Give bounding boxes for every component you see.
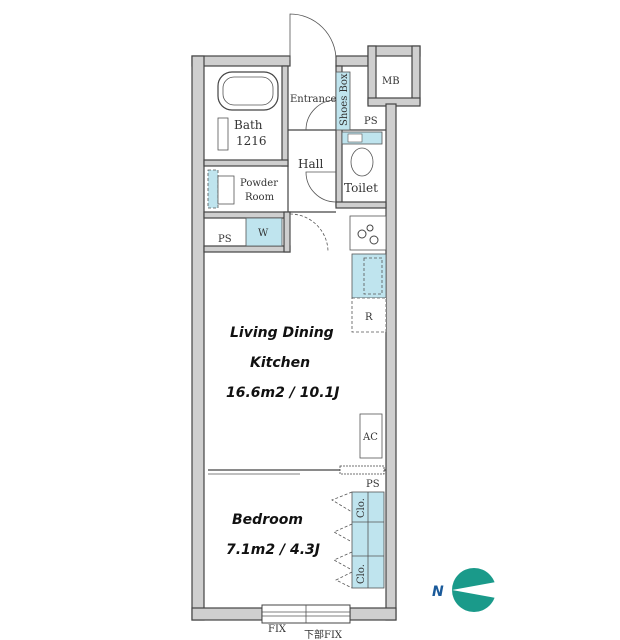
- fridge-label: R: [365, 312, 373, 323]
- powder-room-label-2: Room: [245, 192, 275, 203]
- powder-room: Powder Room: [207, 169, 278, 209]
- bedroom-name: Bedroom: [232, 512, 303, 528]
- outer-walls: [191, 45, 421, 621]
- vent-strip: [339, 465, 385, 475]
- ps-label-washer: PS: [218, 234, 232, 245]
- toilet-label: Toilet: [344, 181, 378, 195]
- shoes-box-label: Shoes Box: [339, 73, 350, 126]
- ldk-name-line1: Living Dining: [230, 325, 334, 341]
- closet-label-1: Clo.: [356, 498, 367, 518]
- washer-label: W: [258, 228, 269, 239]
- bedroom-closets: Clo. Clo.: [331, 491, 385, 589]
- hall-area: Hall: [287, 157, 337, 212]
- fix-label: FIX: [268, 624, 287, 635]
- kitchen: R: [349, 215, 387, 333]
- hall-label: Hall: [298, 157, 323, 171]
- entrance-label: Entrance: [290, 94, 337, 105]
- ldk-name-line2: Kitchen: [250, 355, 310, 371]
- entrance-door[interactable]: [289, 13, 337, 61]
- powder-room-label-1: Powder: [240, 178, 278, 189]
- washer-area: PS W: [218, 213, 329, 253]
- bedroom-area: 7.1m2 / 4.3J: [226, 542, 320, 558]
- bath-size-label: 1216: [236, 134, 267, 148]
- ldk-room: Living Dining Kitchen 16.6m2 / 10.1J: [226, 325, 339, 401]
- ac-label: AC: [362, 432, 378, 443]
- bath-room: Bath 1216: [217, 71, 279, 151]
- toilet-room: Toilet: [341, 131, 383, 195]
- ps-label-bedroom: PS: [366, 479, 380, 490]
- ps-label-toilet: PS: [364, 116, 378, 127]
- ldk-area: 16.6m2 / 10.1J: [226, 385, 339, 401]
- bath-label: Bath: [234, 118, 263, 132]
- mb-label: MB: [382, 76, 400, 87]
- bedroom-room: Bedroom 7.1m2 / 4.3J: [226, 512, 320, 558]
- closet-label-2: Clo.: [356, 564, 367, 584]
- entrance-area: Entrance Shoes Box: [290, 71, 351, 131]
- lower-fix-label: 下部FIX: [304, 628, 343, 640]
- compass-label: N: [432, 584, 444, 600]
- bottom-window: [261, 604, 351, 624]
- ac-unit: AC: [359, 413, 383, 459]
- compass: N: [432, 568, 496, 612]
